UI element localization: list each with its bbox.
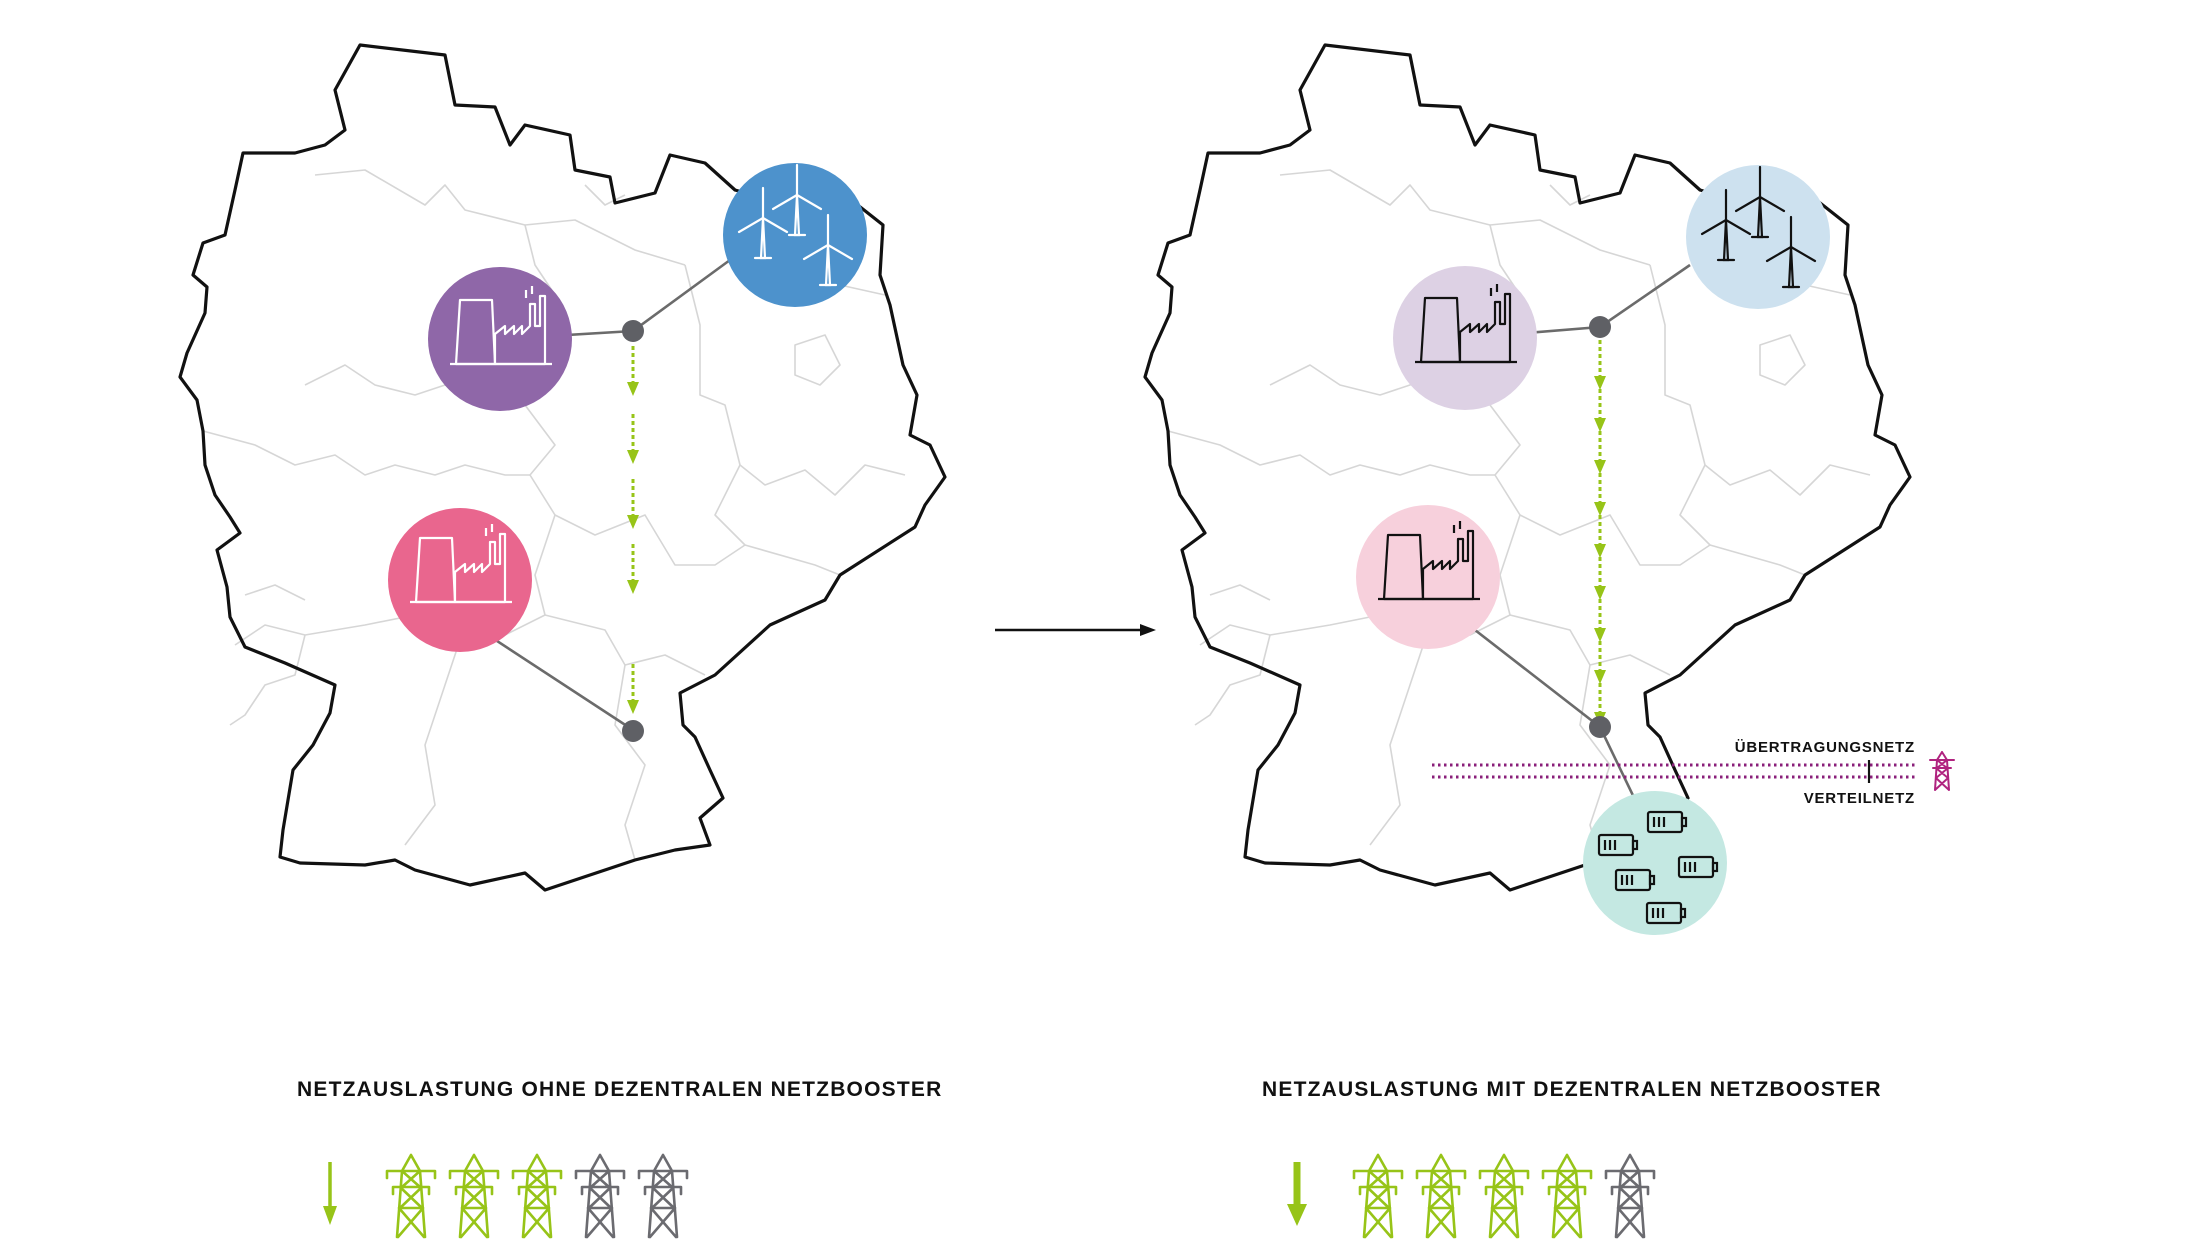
load-indicator-right [1287, 1153, 1656, 1239]
power-plant-icon [1393, 266, 1537, 410]
transmission-tower-icon [1541, 1153, 1593, 1239]
transmission-tower-icon [511, 1153, 563, 1239]
power-flow-arrows [1592, 338, 1608, 728]
caption-left: NETZAUSLASTUNG OHNE DEZENTRALEN NETZBOOS… [297, 1078, 942, 1101]
power-flow-arrows [625, 344, 641, 716]
grid-node-icon [1589, 316, 1611, 338]
grid-node-icon [1589, 716, 1611, 738]
transmission-tower-icon [1415, 1153, 1467, 1239]
transmission-tower-icon [637, 1153, 689, 1239]
caption-right: NETZAUSLASTUNG MIT DEZENTRALEN NETZBOOST… [1262, 1078, 1882, 1101]
cooling-tower-plant-icon [388, 508, 532, 652]
wind-turbines-icon [1686, 165, 1830, 309]
grid-node-icon [622, 720, 644, 742]
transmission-tower-icon [1929, 751, 1955, 791]
map-left [178, 43, 947, 892]
transmission-tower-icon [385, 1153, 437, 1239]
map-right: ÜBERTRAGUNGSNETZ VERTEILNETZ [1143, 43, 1955, 935]
flow-arrow-icon [323, 1162, 337, 1225]
wind-turbines-icon [723, 163, 867, 307]
battery-storage [1583, 791, 1727, 935]
load-indicator-left [323, 1153, 689, 1239]
arrow-right-icon [995, 624, 1156, 636]
transmission-tower-icon [1604, 1153, 1656, 1239]
transmission-grid-label: ÜBERTRAGUNGSNETZ [1735, 739, 1915, 756]
transmission-tower-icon [1352, 1153, 1404, 1239]
flow-arrow-icon [1287, 1162, 1307, 1226]
transmission-tower-icon [448, 1153, 500, 1239]
distribution-grid-label: VERTEILNETZ [1804, 790, 1915, 807]
power-plant-icon [428, 267, 572, 411]
transmission-tower-icon [574, 1153, 626, 1239]
grid-node-icon [622, 320, 644, 342]
cooling-tower-plant-icon [1356, 505, 1500, 649]
transmission-tower-icon [1478, 1153, 1530, 1239]
grid-level-lines [1432, 751, 1955, 791]
